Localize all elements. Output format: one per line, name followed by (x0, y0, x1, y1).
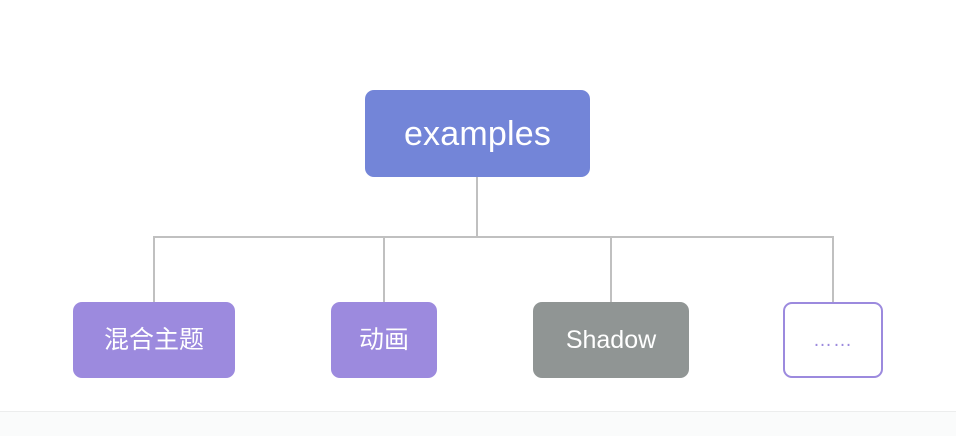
node-child-more[interactable]: …… (783, 302, 883, 378)
node-child-mixed-theme[interactable]: 混合主题 (73, 302, 235, 378)
node-child-label: 动画 (358, 325, 409, 354)
node-child-label: …… (813, 329, 853, 351)
connector-drop-child-2 (383, 236, 385, 302)
connector-drop-child-1 (153, 236, 155, 302)
node-root-examples[interactable]: examples (365, 90, 590, 177)
connector-drop-child-4 (832, 236, 834, 302)
connector-horizontal-rail (153, 236, 834, 238)
node-root-label: examples (403, 114, 552, 153)
page-divider (0, 411, 956, 412)
node-child-animation[interactable]: 动画 (331, 302, 437, 378)
connector-drop-child-3 (610, 236, 612, 302)
node-child-label: 混合主题 (103, 325, 204, 354)
node-child-shadow[interactable]: Shadow (533, 302, 689, 378)
node-child-label: Shadow (565, 325, 657, 354)
connector-root-stem (476, 177, 478, 238)
page-footer-band (0, 412, 956, 436)
